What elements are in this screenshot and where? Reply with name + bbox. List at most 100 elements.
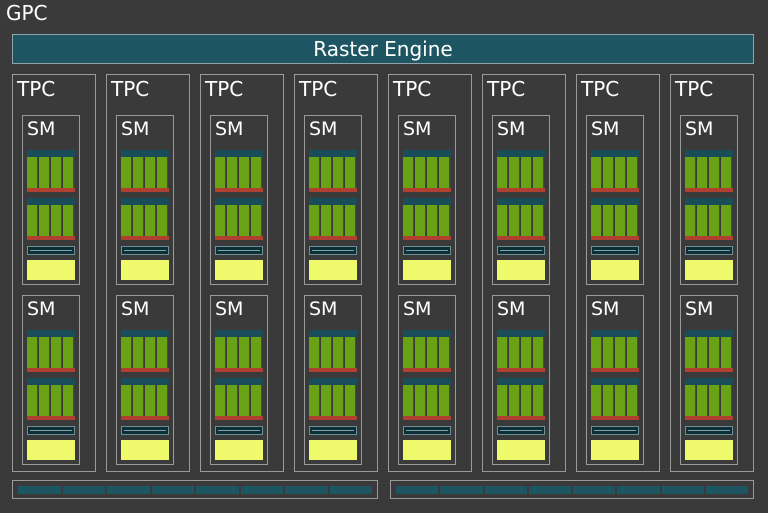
processing-block	[215, 378, 239, 420]
sm-label: SM	[685, 118, 714, 140]
processing-block	[145, 150, 169, 192]
tpc-label: TPC	[393, 77, 432, 101]
sm-label: SM	[27, 298, 56, 320]
processing-block	[51, 198, 75, 240]
l2-slice	[705, 486, 748, 494]
processing-block	[51, 330, 75, 372]
sm-7: SM	[304, 115, 362, 285]
l2-slice	[440, 486, 483, 494]
sm-8: SM	[304, 295, 362, 465]
sm-1: SM	[22, 115, 80, 285]
l2-cache-right	[390, 480, 754, 499]
processing-block	[145, 198, 169, 240]
l2-slice	[573, 486, 616, 494]
sm-13: SM	[586, 115, 644, 285]
sm-6: SM	[210, 295, 268, 465]
sm-label: SM	[685, 298, 714, 320]
l2-slice	[285, 486, 328, 494]
tpc-label: TPC	[581, 77, 620, 101]
raster-engine: Raster Engine	[12, 34, 754, 64]
sm-label: SM	[309, 298, 338, 320]
l1-cache	[121, 260, 169, 280]
tpc-8: TPC SM SM	[670, 74, 754, 472]
sm-2: SM	[22, 295, 80, 465]
l1-cache	[591, 440, 639, 460]
processing-block	[215, 330, 239, 372]
l2-slice	[329, 486, 372, 494]
sm-label: SM	[27, 118, 56, 140]
l1-cache	[215, 260, 263, 280]
l2-slice	[617, 486, 660, 494]
sm-12: SM	[492, 295, 550, 465]
sm-label: SM	[309, 118, 338, 140]
l1-cache	[215, 440, 263, 460]
processing-block	[615, 330, 639, 372]
tpc-7: TPC SM SM	[576, 74, 660, 472]
l1-cache	[685, 440, 733, 460]
processing-block	[521, 378, 545, 420]
tpc-label: TPC	[205, 77, 244, 101]
l1-cache	[591, 260, 639, 280]
texture-units	[215, 246, 263, 255]
texture-units	[685, 246, 733, 255]
gpc-title: GPC	[6, 1, 48, 25]
tpc-label: TPC	[675, 77, 714, 101]
processing-block	[591, 330, 615, 372]
tpc-label: TPC	[299, 77, 338, 101]
sm-16: SM	[680, 295, 738, 465]
processing-block	[145, 330, 169, 372]
sm-label: SM	[121, 298, 150, 320]
processing-block	[591, 198, 615, 240]
processing-block	[521, 198, 545, 240]
l1-cache	[121, 440, 169, 460]
processing-block	[333, 198, 357, 240]
l2-slice	[240, 486, 283, 494]
processing-block	[215, 198, 239, 240]
processing-block	[51, 150, 75, 192]
processing-block	[685, 198, 709, 240]
sm-label: SM	[591, 298, 620, 320]
texture-units	[27, 246, 75, 255]
l1-cache	[497, 440, 545, 460]
texture-units	[309, 426, 357, 435]
sm-14: SM	[586, 295, 644, 465]
processing-block	[615, 378, 639, 420]
processing-block	[709, 330, 733, 372]
processing-block	[497, 378, 521, 420]
l1-cache	[497, 260, 545, 280]
processing-block	[709, 150, 733, 192]
texture-units	[497, 426, 545, 435]
processing-block	[27, 330, 51, 372]
processing-block	[309, 330, 333, 372]
l1-cache	[309, 260, 357, 280]
l2-slice	[661, 486, 704, 494]
sm-label: SM	[497, 298, 526, 320]
texture-units	[215, 426, 263, 435]
processing-block	[239, 378, 263, 420]
processing-block	[615, 198, 639, 240]
sm-9: SM	[398, 115, 456, 285]
l2-cache-left	[12, 480, 378, 499]
processing-block	[709, 198, 733, 240]
processing-block	[497, 198, 521, 240]
texture-units	[591, 426, 639, 435]
sm-label: SM	[215, 298, 244, 320]
processing-block	[685, 330, 709, 372]
l2-slice	[151, 486, 194, 494]
processing-block	[51, 378, 75, 420]
sm-label: SM	[121, 118, 150, 140]
l1-cache	[27, 260, 75, 280]
processing-block	[215, 150, 239, 192]
sm-label: SM	[497, 118, 526, 140]
texture-units	[403, 426, 451, 435]
sm-label: SM	[591, 118, 620, 140]
processing-block	[521, 150, 545, 192]
tpc-6: TPC SM SM	[482, 74, 566, 472]
processing-block	[615, 150, 639, 192]
processing-block	[685, 378, 709, 420]
tpc-label: TPC	[487, 77, 526, 101]
sm-10: SM	[398, 295, 456, 465]
processing-block	[27, 150, 51, 192]
